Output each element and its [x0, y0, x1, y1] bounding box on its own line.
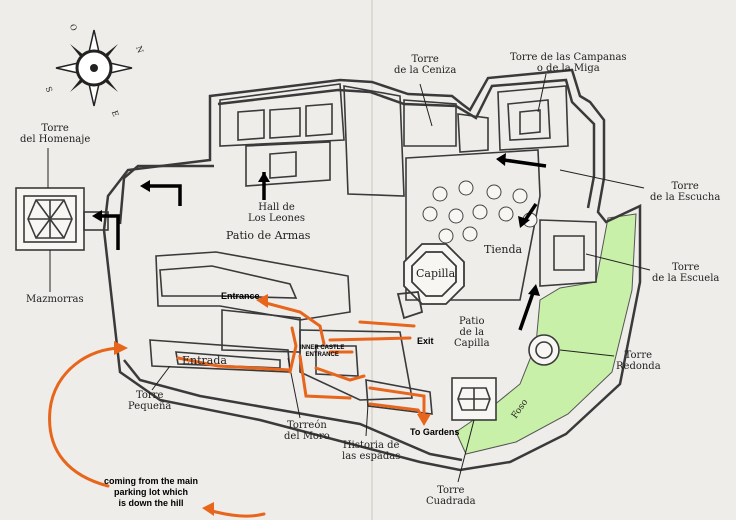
- label-mazmorras: Mazmorras: [26, 294, 84, 305]
- capilla-building: [396, 243, 465, 320]
- label-torre-escuela: Torre de la Escuela: [652, 262, 720, 284]
- torre-homenaje-building: [15, 187, 109, 251]
- label-torre-campanas: Torre de las Campanas o de la Miga: [510, 52, 627, 74]
- label-tienda: Tienda: [484, 243, 523, 256]
- garden-area: [455, 213, 637, 455]
- annotation-to-gardens: To Gardens: [410, 427, 460, 437]
- tienda-trees: [422, 180, 538, 244]
- label-torre-ceniza: Torre de la Ceniza: [394, 54, 457, 76]
- label-torre-homenaje: Torre del Homenaje: [20, 123, 91, 145]
- label-historia-espadas: Historia de las espadas: [342, 440, 401, 462]
- compass-rose-icon: [55, 29, 133, 107]
- label-torre-redonda: Torre Redonda: [616, 350, 661, 372]
- route-arrow-heads: [114, 294, 431, 516]
- label-torre-pequena: Torre Pequeña: [128, 390, 172, 412]
- label-hall-leones: Hall de Los Leones: [248, 202, 306, 224]
- label-torre-cuadrada: Torre Cuadrada: [426, 485, 476, 507]
- torre-cuadrada-building: [451, 377, 497, 421]
- label-torre-escucha: Torre de la Escucha: [650, 181, 721, 203]
- annotation-parking-note: coming from the main parking lot which i…: [104, 476, 199, 508]
- label-leader-lines: [47, 73, 651, 483]
- inner-structures: [149, 83, 597, 415]
- annotation-entrance: Entrance: [221, 291, 260, 301]
- label-entrada: Entrada: [182, 354, 227, 367]
- torre-redonda-building: [528, 334, 560, 366]
- arrow-heads: [92, 153, 540, 296]
- direction-arrows: [98, 158, 547, 331]
- annotation-exit: Exit: [417, 336, 434, 346]
- label-patio-armas: Patio de Armas: [226, 229, 311, 242]
- visitor-route: [48, 300, 426, 518]
- label-capilla: Capilla: [416, 267, 456, 280]
- label-torreon-moro: Torreón del Moro: [284, 420, 330, 442]
- label-patio-capilla: Patio de la Capilla: [454, 316, 490, 349]
- annotation-inner-castle-entrance: INNER CASTLE ENTRANCE: [300, 345, 345, 358]
